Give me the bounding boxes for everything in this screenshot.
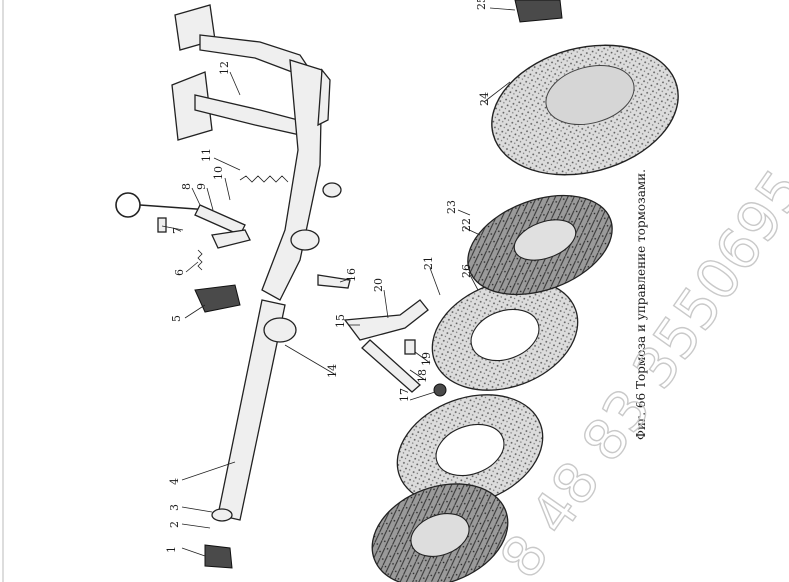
part-label-5: 5 [170, 315, 183, 322]
part-label-15: 15 [334, 314, 347, 328]
lever-15 [343, 299, 429, 341]
part-label-25: 25 [475, 0, 488, 10]
part-label-10: 10 [212, 166, 225, 180]
part-label-17: 17 [398, 388, 411, 402]
part-label-23: 23 [445, 200, 458, 214]
washer-3 [211, 508, 233, 522]
pressure-disk-lower-hole [435, 423, 505, 477]
spring-6 [197, 249, 203, 271]
leader-lines [161, 7, 516, 557]
part-label-21: 21 [422, 256, 435, 270]
ball-17 [433, 383, 447, 397]
part-label-8: 8 [180, 183, 193, 190]
part-label-24: 24 [478, 92, 491, 106]
brake-disks [371, 279, 579, 582]
pedal-lever-body [261, 59, 323, 301]
clamp-1 [204, 544, 233, 569]
part-label-18: 18 [416, 369, 429, 383]
pedal-lever-flange [317, 68, 331, 127]
part-label-12: 12 [218, 61, 231, 75]
part-label-16: 16 [345, 268, 358, 282]
pressure-disk-26-hole [470, 308, 540, 362]
part-label-2: 2 [168, 521, 181, 528]
pin-19 [404, 339, 416, 355]
part-label-3: 3 [168, 504, 181, 511]
lever-18 [361, 339, 421, 393]
pawl-5 [194, 284, 241, 313]
part-label-4: 4 [168, 478, 181, 485]
spring-11 [239, 175, 289, 183]
linkage-parts [115, 175, 289, 313]
brake-pedal-assembly [171, 4, 331, 301]
part-label-6: 6 [173, 269, 186, 276]
part-label-14: 14 [326, 364, 339, 378]
part-label-1: 1 [165, 546, 178, 553]
ring-8 [115, 192, 141, 218]
figure-caption: Фиг. 66 Тормоза и управление тормозами. [634, 169, 648, 440]
part-label-9: 9 [195, 183, 208, 190]
friction-disk-22 [467, 194, 613, 296]
bushing-upper [290, 229, 320, 251]
cap-upper [322, 182, 342, 198]
pedal-pad-lower [171, 71, 213, 141]
cross-shaft [204, 182, 342, 569]
part-label-20: 20 [372, 278, 385, 292]
part-label-19: 19 [420, 352, 433, 366]
bolt-16 [317, 274, 351, 289]
part-label-11: 11 [200, 148, 213, 162]
pin-7 [157, 217, 167, 233]
friction-disk-lower-hub [410, 513, 470, 557]
nut-25 [514, 0, 563, 23]
part-label-7: 7 [171, 227, 184, 234]
part-label-26: 26 [460, 264, 473, 278]
part-label-22: 22 [460, 218, 473, 232]
actuating-levers [317, 274, 447, 397]
bracket-10 [211, 229, 251, 249]
shaft-4 [217, 299, 286, 521]
brake-housing-24 [491, 0, 679, 176]
bushing-14 [263, 317, 297, 343]
